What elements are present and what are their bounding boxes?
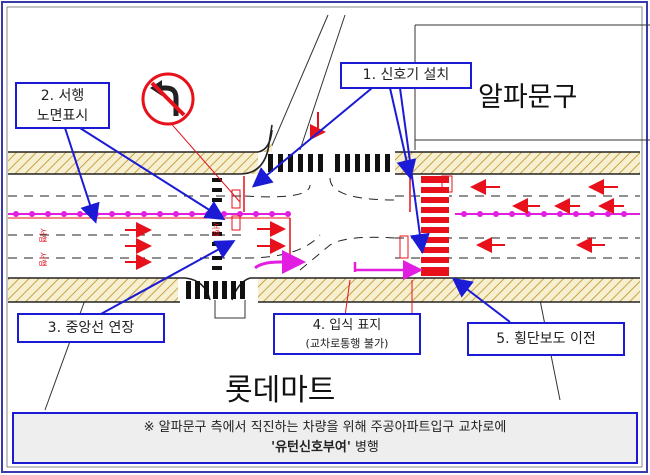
note-line-1: ※ 알파문구 측에서 직진하는 차량을 위해 주공아파트입구 교차로에: [143, 420, 507, 435]
callout-1-signal: 1. 신호기 설치: [340, 62, 472, 89]
callout-2-slow: 2. 서행 노면표시: [15, 82, 110, 129]
sidewalk-lower-right: [258, 278, 640, 302]
note-box: ※ 알파문구 측에서 직진하는 차량을 위해 주공아파트입구 교차로에 '유턴신…: [12, 412, 638, 464]
note-line-2: '유턴신호부여' 병행: [14, 438, 636, 458]
svg-text:서행: 서행: [38, 252, 48, 267]
callout-4-line2: (교차로통행 불가): [305, 337, 389, 350]
callout-5-text: 5. 횡단보도 이전: [496, 331, 596, 347]
sidewalk-lower-left: [8, 278, 178, 302]
callout-2-line2: 노면표시: [36, 108, 89, 124]
svg-text:서행: 서행: [38, 228, 48, 243]
note-line-2-rest: 병행: [350, 440, 379, 455]
inner-frame: [6, 6, 643, 468]
curb-lines: [8, 124, 640, 303]
callout-5-crosswalk: 5. 횡단보도 이전: [467, 322, 625, 356]
sign-leader-lines: [344, 279, 413, 317]
direction-arrow-icon: [125, 112, 624, 270]
stop-lines: [243, 176, 411, 268]
area-label-lotte: 롯데마트: [225, 373, 336, 408]
uturn-path-left: [254, 250, 306, 274]
lane-lines: [8, 177, 640, 271]
svg-text:서행: 서행: [211, 222, 221, 237]
crosswalk-top: [268, 154, 390, 172]
sidewalk-upper-left: [8, 152, 258, 174]
sidewalk-upper-right: [395, 152, 640, 174]
callout-4-line1: 4. 입식 표지: [312, 318, 382, 333]
road-marking-text: 서행 서행 서행: [38, 222, 221, 267]
callout-4-sign: 4. 입식 표지 (교차로통행 불가): [273, 313, 421, 355]
note-uturn-highlight: '유턴신호부여': [271, 440, 351, 455]
callout-1-text: 1. 신호기 설치: [362, 67, 450, 83]
leader-arrows: [64, 87, 511, 323]
callout-2-line1: 2. 서행: [40, 88, 85, 104]
callout-3-centerline: 3. 중앙선 연장: [17, 313, 165, 343]
callout-3-text: 3. 중앙선 연장: [47, 320, 135, 336]
crosswalk-bottom: [186, 281, 245, 299]
relocated-crosswalk: [421, 176, 449, 276]
no-left-turn-sign-icon: [141, 72, 241, 203]
traffic-light-icon: [231, 175, 453, 259]
area-label-alpha: 알파문구: [478, 82, 578, 113]
